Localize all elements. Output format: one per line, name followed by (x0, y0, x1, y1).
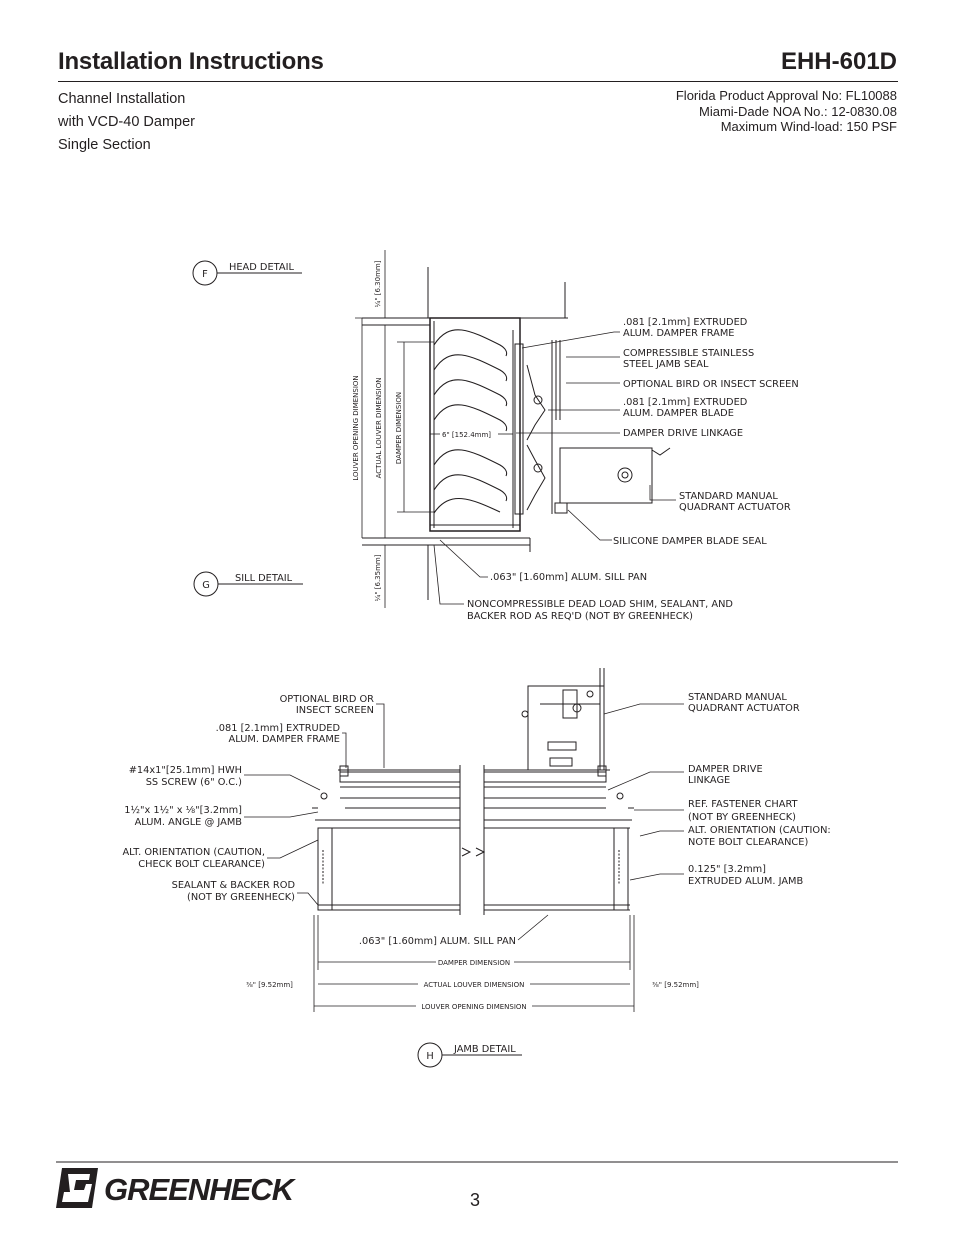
plan-callout-actuator-1: STANDARD MANUAL (688, 692, 787, 703)
plan-callout-screen-2: INSECT SCREEN (296, 705, 374, 716)
miami-dade-noa: Miami-Dade NOA No.: 12-0830.08 (699, 103, 897, 119)
head-detail-marker: F HEAD DETAIL (192, 260, 302, 286)
depth-dim-label: 6" [152.4mm] (442, 431, 491, 439)
plan-callout-alt-left-1: ALT. ORIENTATION (CAUTION, (122, 847, 265, 858)
plan-callout-angle-2: ALUM. ANGLE @ JAMB (135, 817, 243, 828)
page-number: 3 (470, 1190, 481, 1210)
jamb-detail-label: JAMB DETAIL (453, 1044, 516, 1055)
head-detail-label: HEAD DETAIL (229, 262, 294, 273)
plan-callout-sill-pan: .063" [1.60mm] ALUM. SILL PAN (359, 936, 516, 947)
max-wind-load: Maximum Wind-load: 150 PSF (720, 119, 897, 134)
plan-callout-sealant-1: SEALANT & BACKER ROD (172, 880, 295, 891)
plan-damper (338, 765, 610, 809)
greenheck-logo-icon (56, 1168, 98, 1208)
plan-callout-linkage-2: LINKAGE (688, 775, 730, 786)
callout-actuator-1: STANDARD MANUAL (679, 491, 778, 502)
plan-callout-screen-1: OPTIONAL BIRD OR (280, 694, 375, 705)
plan-right-gap-dim: ⅜" [9.52mm] (652, 981, 699, 989)
plan-left-gap-dim: ⅜" [9.52mm] (246, 981, 293, 989)
callout-blade-2: ALUM. DAMPER BLADE (623, 408, 734, 419)
plan-callout-linkage-1: DAMPER DRIVE (688, 764, 763, 775)
louver-frame (429, 317, 521, 532)
brand-wordmark: GREENHECK (104, 1172, 294, 1207)
bottom-gap-dim: ¼" [6.35mm] (374, 554, 382, 601)
plan-callout-screw-2: SS SCREW (6" O.C.) (146, 777, 242, 788)
detail-tag-h: H (426, 1051, 433, 1062)
vertical-dims (355, 250, 434, 608)
plan-actual-louver-dim: ACTUAL LOUVER DIMENSION (424, 981, 525, 989)
sill-pan (362, 537, 531, 600)
callout-seal-1: COMPRESSIBLE STAINLESS (623, 348, 754, 359)
plan-damper-dim: DAMPER DIMENSION (438, 959, 510, 967)
callout-frame-1: .081 [2.1mm] EXTRUDED (623, 317, 747, 328)
top-gap-dim: ¼" [6.30mm] (374, 260, 382, 307)
actuator-knob (617, 467, 633, 483)
callout-shim-2: BACKER ROD AS REQ'D (NOT BY GREENHECK) (467, 611, 693, 622)
jamb-detail-marker: H JAMB DETAIL (417, 1042, 522, 1068)
damper-dim-v: DAMPER DIMENSION (395, 392, 403, 464)
plan-callout-sealant-2: (NOT BY GREENHECK) (187, 892, 295, 903)
plan-callout-jamb-2: EXTRUDED ALUM. JAMB (688, 876, 803, 887)
header-rule (58, 81, 898, 82)
callout-sill-pan: .063" [1.60mm] ALUM. SILL PAN (490, 572, 647, 583)
quadrant-actuator-box (559, 447, 653, 504)
detail-tag-g: G (202, 580, 210, 591)
actual-louver-dim-v: ACTUAL LOUVER DIMENSION (375, 378, 383, 479)
callout-actuator-2: QUADRANT ACTUATOR (679, 502, 791, 513)
model-number: EHH-601D (780, 48, 897, 75)
wall-head (362, 267, 568, 326)
plan-callout-alt-left-2: CHECK BOLT CLEARANCE) (138, 859, 265, 870)
plan-louver (312, 765, 634, 915)
plan-callout-frame-2: ALUM. DAMPER FRAME (229, 734, 340, 745)
callout-shim-1: NONCOMPRESSIBLE DEAD LOAD SHIM, SEALANT,… (467, 599, 733, 610)
approval-info: Florida Product Approval No: FL10088 Mia… (676, 88, 897, 135)
installation-subtitle: Channel Installation with VCD-40 Damper … (58, 88, 195, 157)
sill-detail-label: SILL DETAIL (235, 573, 293, 584)
plan-callout-alt-right-1: ALT. ORIENTATION (CAUTION: (688, 825, 831, 836)
callout-linkage: DAMPER DRIVE LINKAGE (623, 428, 743, 439)
plan-leaders (244, 703, 684, 941)
subtitle-line: with VCD-40 Damper (58, 114, 195, 130)
subtitle-line: Single Section (58, 137, 151, 153)
plan-actuator (521, 668, 605, 771)
callout-blade-1: .081 [2.1mm] EXTRUDED (623, 397, 747, 408)
florida-approval: Florida Product Approval No: FL10088 (675, 88, 897, 103)
callout-screen: OPTIONAL BIRD OR INSECT SCREEN (623, 379, 799, 390)
louver-opening-dim-v: LOUVER OPENING DIMENSION (352, 375, 360, 480)
plan-callout-jamb-1: 0.125" [3.2mm] (688, 864, 766, 875)
plan-callout-alt-right-2: NOTE BOLT CLEARANCE) (688, 837, 808, 848)
sill-detail-marker: G SILL DETAIL (193, 571, 303, 597)
plan-callout-frame-1: .081 [2.1mm] EXTRUDED (216, 723, 340, 734)
detail-tag-f: F (202, 269, 208, 280)
page-title: Installation Instructions (58, 48, 324, 75)
plan-callout-fastener-2: (NOT BY GREENHECK) (688, 812, 796, 823)
plan-callout-fastener-1: REF. FASTENER CHART (688, 799, 799, 810)
subtitle-line: Channel Installation (58, 91, 186, 107)
plan-callout-screw-1: #14x1"[25.1mm] HWH (129, 765, 242, 776)
plan-callout-angle-1: 1½"x 1½" x ⅛"[3.2mm] (124, 804, 242, 816)
damper-assembly (514, 340, 671, 515)
callout-seal-2: STEEL JAMB SEAL (623, 359, 709, 370)
plan-louver-opening-dim: LOUVER OPENING DIMENSION (421, 1003, 526, 1011)
plan-callout-actuator-2: QUADRANT ACTUATOR (688, 703, 800, 714)
callout-blade-seal: SILICONE DAMPER BLADE SEAL (613, 536, 767, 547)
louver-blades (433, 329, 508, 514)
callout-frame-2: ALUM. DAMPER FRAME (623, 328, 734, 339)
section-leaders (433, 331, 676, 605)
plan-dims (313, 915, 635, 1012)
